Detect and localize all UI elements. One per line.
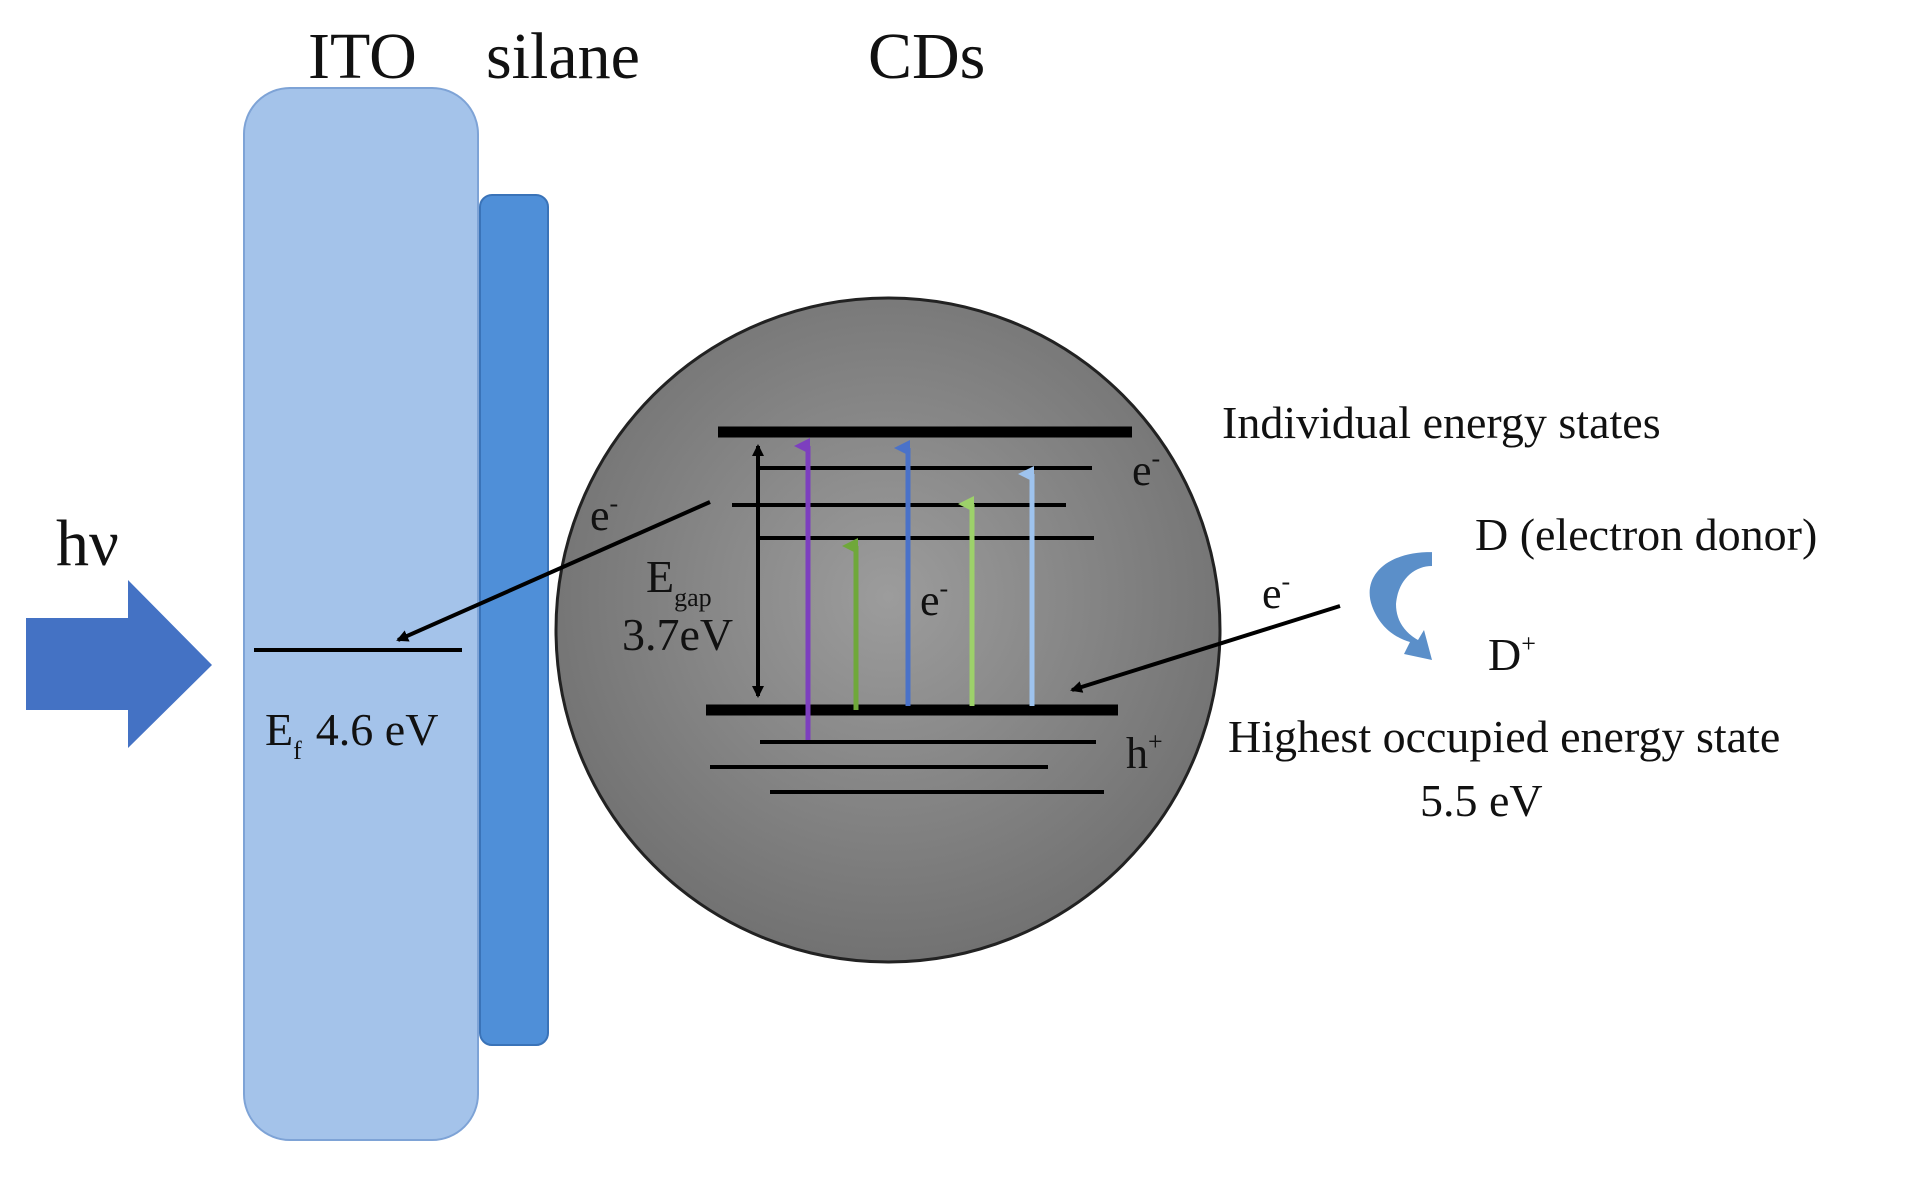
donor-label: D (electron donor) [1475, 509, 1817, 560]
hole-label: h+ [1126, 727, 1163, 778]
individual-states-label: Individual energy states [1222, 397, 1661, 448]
electron-label-right: e- [1262, 567, 1290, 618]
silane-layer [479, 194, 549, 1046]
carbon-dot-sphere [554, 296, 1222, 964]
electron-transfer-to-ito-arrow [396, 500, 711, 642]
electron-label-center: e- [920, 574, 948, 625]
upper-energy-levels [718, 426, 1132, 540]
lower-energy-levels [706, 704, 1118, 794]
silane-label: silane [486, 20, 640, 93]
homo-value: 5.5 eV [1420, 775, 1543, 826]
electron-transfer-from-donor-arrow [1070, 604, 1341, 693]
cds-label: CDs [868, 20, 985, 93]
band-gap-value: 3.7eV [622, 609, 733, 660]
ito-electrode [243, 87, 479, 1141]
ito-label: ITO [308, 20, 417, 93]
band-gap-label: Egap [646, 551, 712, 612]
photon-label: hν [56, 507, 119, 580]
electron-label-upper: e- [1132, 444, 1160, 495]
photon-arrow-icon [26, 580, 212, 748]
homo-label: Highest occupied energy state [1228, 711, 1780, 762]
electron-label-left: e- [590, 489, 618, 540]
donor-curved-arrow-icon [1369, 528, 1432, 660]
donor-oxidized-label: D+ [1488, 629, 1536, 680]
